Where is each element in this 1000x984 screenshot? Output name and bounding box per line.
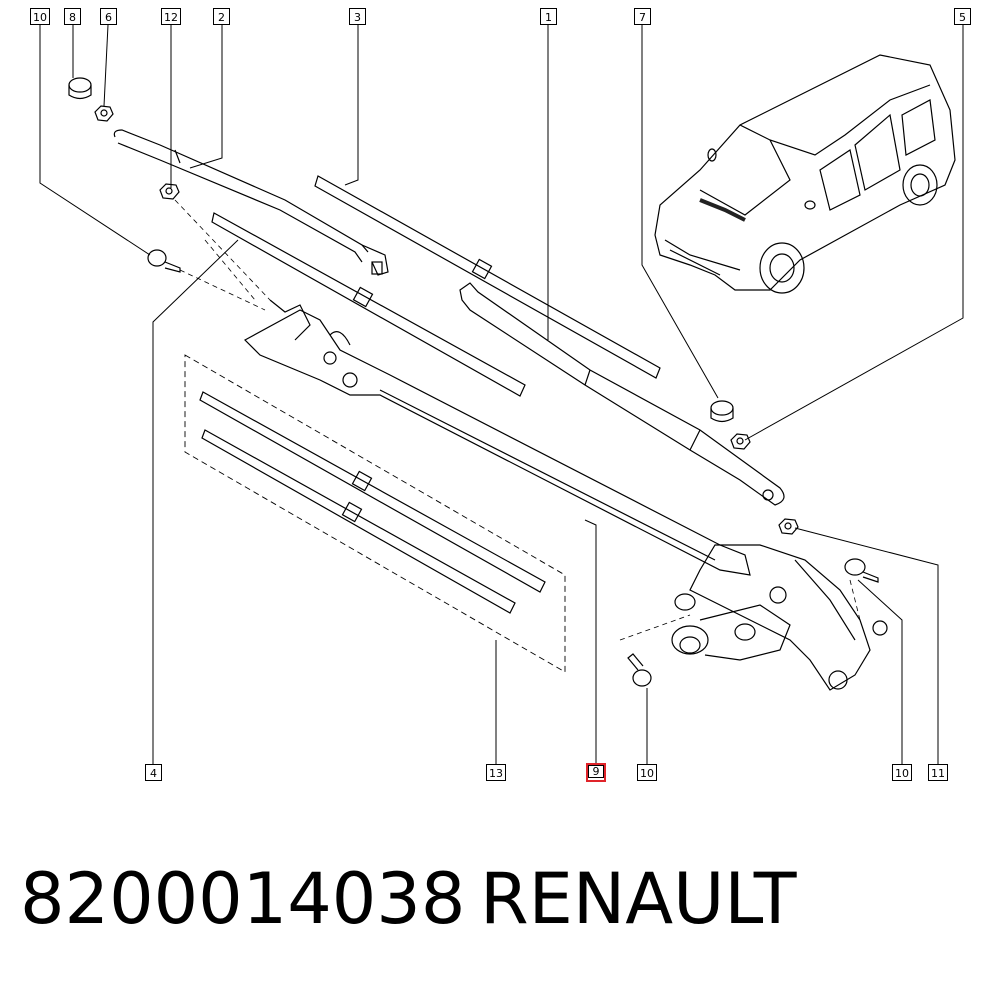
callout-11: 11 [928,764,948,781]
wiper-motor-assembly [671,544,888,691]
bolt-part-10-motor [627,653,652,687]
nut-part-6 [94,105,114,122]
wiper-blade-part-3 [314,175,661,379]
wiper-arm-left-part-2 [113,129,389,276]
blade-kit-dashed-box [184,354,566,673]
assembly-dashed-lines [174,199,861,641]
cap-part-7 [710,400,734,423]
vehicle-location-sketch [654,54,956,294]
callout-1: 1 [540,8,557,25]
nut-part-12 [159,183,180,200]
callout-10-bottom-center: 10 [637,764,657,781]
callout-4: 4 [145,764,162,781]
bolt-part-10-left [147,249,181,273]
cap-part-8 [68,77,92,100]
wiper-blade-part-4 [211,212,526,397]
callout-10-top-left: 10 [30,8,50,25]
callout-10-bottom-right: 10 [892,764,912,781]
callout-2: 2 [213,8,230,25]
wiper-arm-right-part-1 [459,282,785,506]
leader-lines [39,24,964,765]
wiper-linkage-diagram [39,24,964,765]
brand-name: RENAULT [480,858,797,940]
part-number: 8200014038 [20,858,466,940]
bolt-part-10-right [844,558,879,583]
callout-12: 12 [161,8,181,25]
callout-6: 6 [100,8,117,25]
callout-7: 7 [634,8,651,25]
nut-part-11 [778,518,799,535]
callout-13: 13 [486,764,506,781]
callout-8: 8 [64,8,81,25]
callout-5: 5 [954,8,971,25]
callout-9-highlighted: 9 [586,763,606,782]
wiper-blades-part-13 [199,391,546,614]
wiper-linkage-part-9 [244,299,751,576]
nut-part-5 [730,433,751,450]
callout-3: 3 [349,8,366,25]
